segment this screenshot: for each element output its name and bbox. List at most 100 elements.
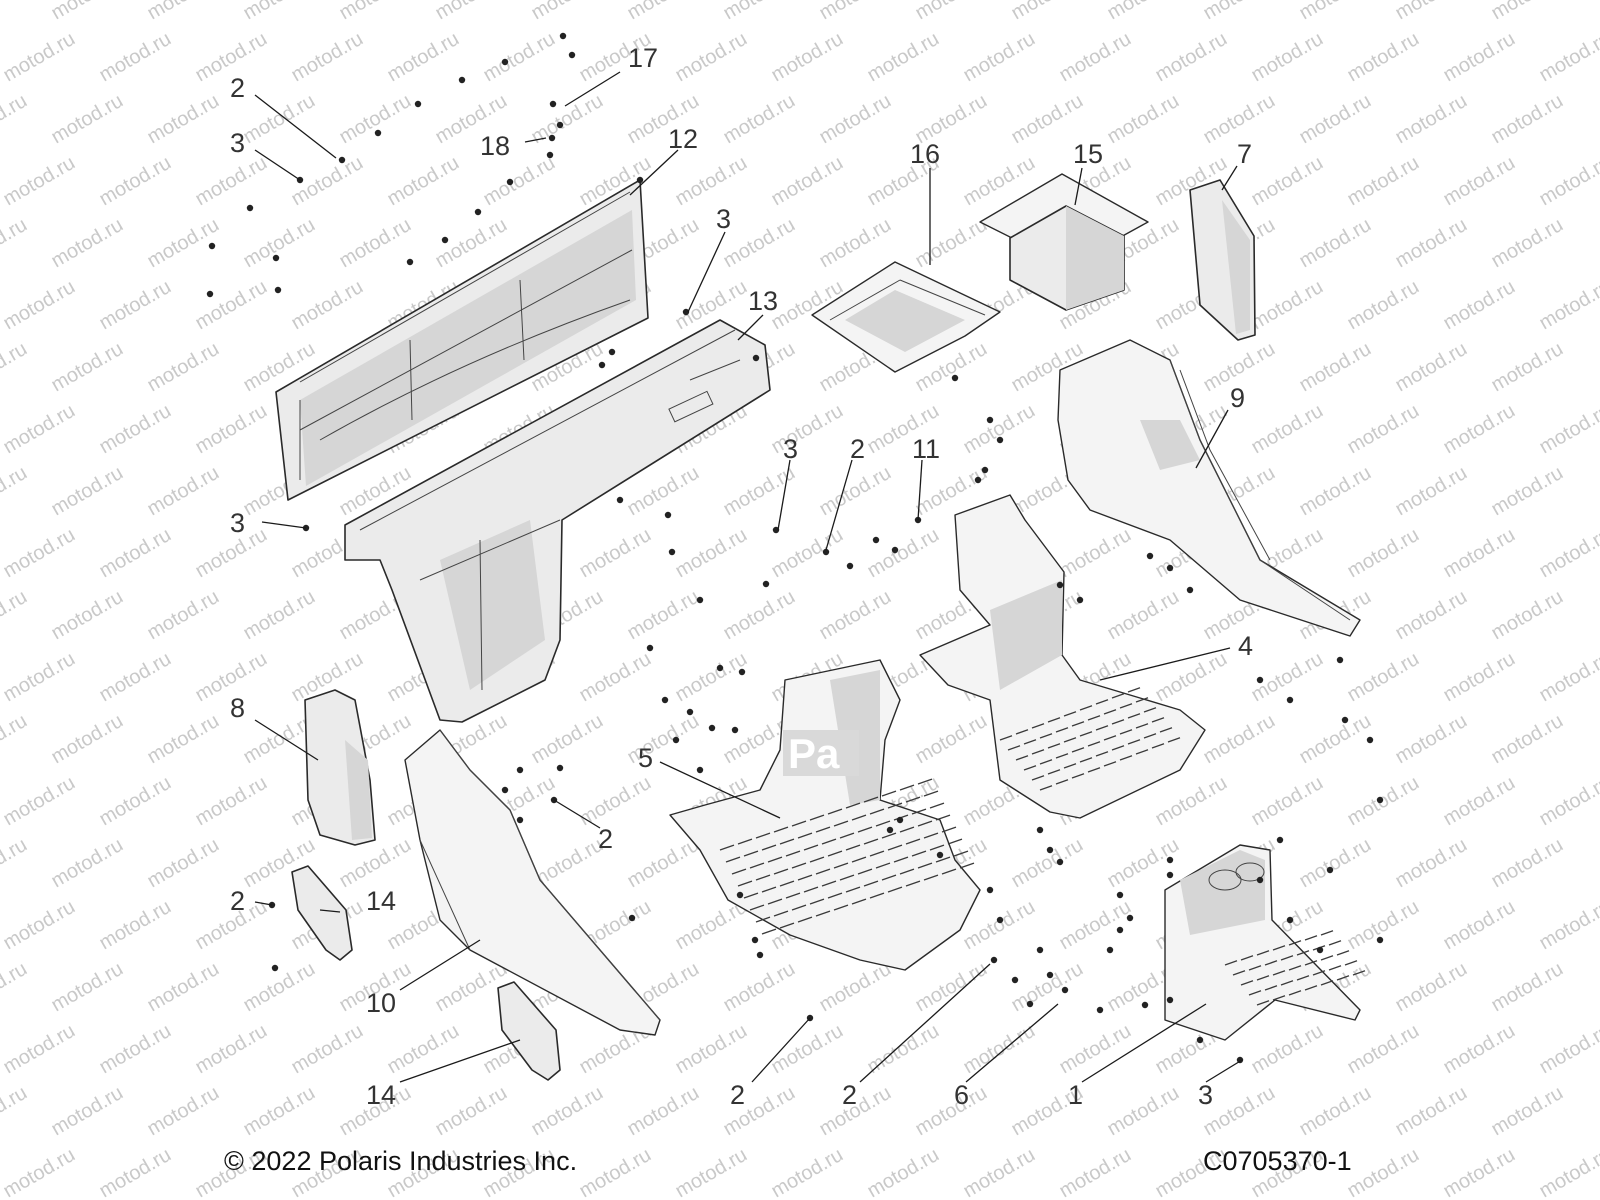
watermark-text: motod.ru bbox=[0, 834, 31, 893]
callout-4: 4 bbox=[1238, 631, 1253, 661]
watermark-text: motod.ru bbox=[864, 1144, 943, 1200]
watermark-text: motod.ru bbox=[0, 648, 79, 707]
fastener-icon bbox=[646, 644, 654, 652]
watermark-text: motod.ru bbox=[1392, 0, 1471, 24]
watermark-text: motod.ru bbox=[288, 1020, 367, 1079]
watermark-text: motod.ru bbox=[1344, 896, 1423, 955]
watermark-text: motod.ru bbox=[192, 772, 271, 831]
grate-slot bbox=[1288, 940, 1302, 946]
grate-slot bbox=[1015, 755, 1029, 761]
watermark-text: motod.ru bbox=[0, 28, 79, 87]
watermark-text: motod.ru bbox=[1344, 152, 1423, 211]
watermark-text: motod.ru bbox=[1104, 90, 1183, 149]
callout-3: 3 bbox=[783, 434, 798, 464]
grate-slot bbox=[845, 802, 861, 809]
watermark-text: motod.ru bbox=[1104, 834, 1183, 893]
watermark-text: motod.ru bbox=[1392, 338, 1471, 397]
grate-slot bbox=[863, 880, 879, 887]
grate-slot bbox=[1095, 751, 1109, 757]
watermark-text: motod.ru bbox=[912, 0, 991, 24]
watermark-text: motod.ru bbox=[1296, 462, 1375, 521]
grate-slot bbox=[1272, 970, 1286, 976]
fastener-icon bbox=[501, 58, 509, 66]
grate-slot bbox=[899, 784, 915, 791]
grate-slot bbox=[1320, 955, 1334, 961]
brand-logo: Pa bbox=[783, 730, 859, 777]
grate-slot bbox=[1047, 769, 1061, 775]
callout-3: 3 bbox=[1198, 1080, 1213, 1110]
grate-slot bbox=[1288, 990, 1302, 996]
watermark-text: motod.ru bbox=[1104, 1082, 1183, 1141]
callout-3: 3 bbox=[230, 508, 245, 538]
watermark-text: motod.ru bbox=[384, 152, 463, 211]
fastener-icon bbox=[1056, 858, 1064, 866]
watermark-text: motod.ru bbox=[768, 1020, 847, 1079]
watermark-text: motod.ru bbox=[960, 28, 1039, 87]
grate-slot bbox=[1087, 715, 1101, 721]
callout-14: 14 bbox=[366, 886, 396, 916]
part-13-bulkhead bbox=[344, 319, 771, 723]
fastener-icon bbox=[756, 951, 764, 959]
watermark-text: motod.ru bbox=[288, 28, 367, 87]
callout-2: 2 bbox=[842, 1080, 857, 1110]
fastener-icon bbox=[546, 151, 554, 159]
fastener-icon bbox=[1286, 916, 1294, 924]
watermark-text: motod.ru bbox=[528, 0, 607, 24]
callout-14: 14 bbox=[366, 1080, 396, 1110]
grate-slot bbox=[767, 856, 783, 863]
grate-slot bbox=[1151, 743, 1165, 749]
fastener-icon bbox=[1166, 856, 1174, 864]
watermark-text: motod.ru bbox=[1056, 524, 1135, 583]
fastener-icon bbox=[1046, 846, 1054, 854]
watermark-text: motod.ru bbox=[48, 338, 127, 397]
grate-slot bbox=[1103, 735, 1117, 741]
watermark-text: motod.ru bbox=[48, 0, 127, 24]
fastener-icon bbox=[936, 851, 944, 859]
watermark-text: motod.ru bbox=[192, 276, 271, 335]
watermark-text: motod.ru bbox=[1392, 958, 1471, 1017]
watermark-text: motod.ru bbox=[1488, 710, 1567, 769]
grate-slot bbox=[887, 886, 903, 893]
watermark-text: motod.ru bbox=[48, 710, 127, 769]
fastener-icon bbox=[708, 724, 716, 732]
fastener-icon bbox=[891, 546, 899, 554]
part-7-trim-panel bbox=[1189, 179, 1256, 341]
fastener-icon bbox=[208, 242, 216, 250]
grate-slot bbox=[845, 886, 861, 893]
watermark-text: motod.ru bbox=[96, 524, 175, 583]
grate-slot bbox=[869, 892, 885, 899]
grate-slot bbox=[833, 904, 849, 911]
fastener-icon bbox=[549, 100, 557, 108]
grate-slot bbox=[899, 826, 915, 833]
fastener-icon bbox=[696, 766, 704, 774]
fastener-icon bbox=[1286, 696, 1294, 704]
watermark-text: motod.ru bbox=[240, 0, 319, 24]
watermark-text: motod.ru bbox=[0, 152, 79, 211]
watermark-text: motod.ru bbox=[0, 1020, 79, 1079]
watermark-text: motod.ru bbox=[1440, 524, 1519, 583]
watermark-text: motod.ru bbox=[0, 1082, 31, 1141]
grate-slot bbox=[1151, 717, 1165, 723]
watermark-text: motod.ru bbox=[48, 1082, 127, 1141]
watermark-text: motod.ru bbox=[1536, 1020, 1600, 1079]
watermark-text: motod.ru bbox=[336, 90, 415, 149]
grate-slot bbox=[911, 808, 927, 815]
grate-slot bbox=[773, 910, 789, 917]
fastener-icon bbox=[1166, 871, 1174, 879]
copyright-notice: © 2022 Polaris Industries Inc. bbox=[224, 1146, 578, 1176]
grate-slot bbox=[1264, 985, 1278, 991]
watermark-text: motod.ru bbox=[1056, 1144, 1135, 1200]
grate-slot bbox=[863, 796, 879, 803]
grate-slot bbox=[1047, 743, 1061, 749]
watermark-text: motod.ru bbox=[240, 1082, 319, 1141]
watermark-text: motod.ru bbox=[336, 214, 415, 273]
watermark-text: motod.ru bbox=[864, 524, 943, 583]
watermark-text: motod.ru bbox=[720, 0, 799, 24]
grate-slot bbox=[887, 802, 903, 809]
watermark-text: motod.ru bbox=[0, 462, 31, 521]
watermark-text: motod.ru bbox=[720, 462, 799, 521]
grate-slot bbox=[935, 814, 951, 821]
grate-slot bbox=[1087, 767, 1101, 773]
grate-slot bbox=[827, 808, 843, 815]
fastener-icon bbox=[1256, 676, 1264, 684]
